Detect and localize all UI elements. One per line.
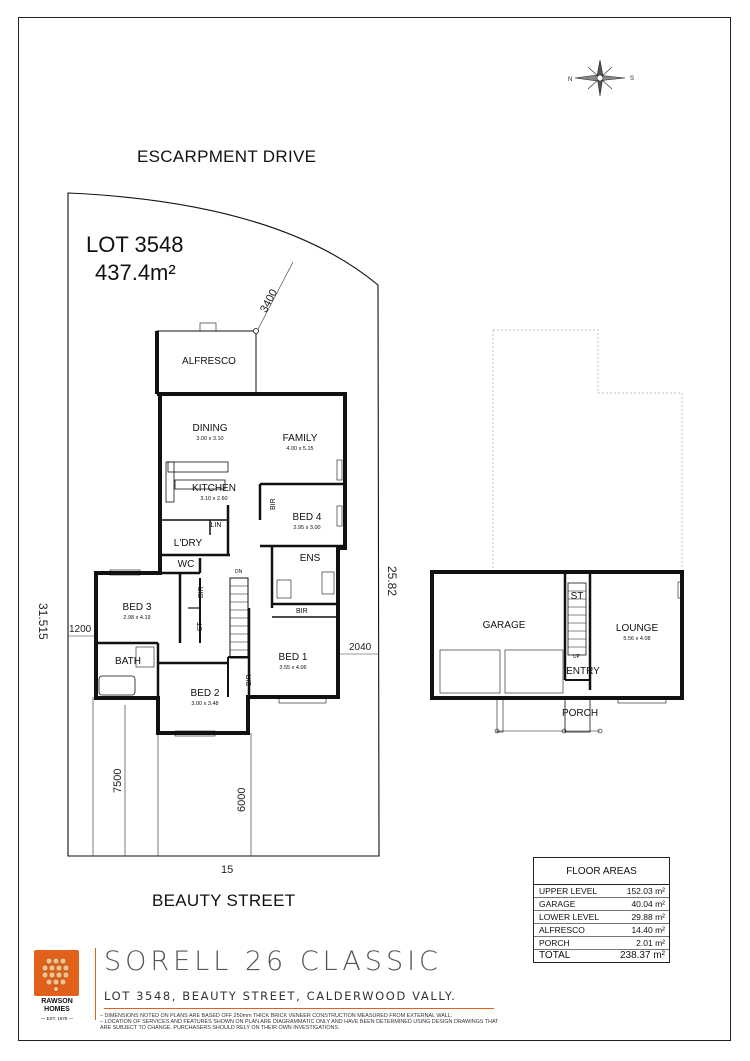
room-bath: BATH [115,656,141,667]
dimension-setback-right: 6000 [236,787,248,812]
bir-bed2: BIR [246,674,253,686]
dimension-left-edge: 31.515 [36,603,50,640]
room-storage-lower: ST [570,591,584,602]
rawson-logo-icon [34,950,79,996]
bir-bed3: BIR [198,586,205,598]
stairs-up-label: UP [573,654,580,660]
room-ensuite: ENS [299,553,321,564]
dimension-frontage: 15 [221,864,234,876]
north-compass-icon: N S [568,59,634,97]
upper-level-walls [94,322,347,737]
room-porch: PORCH [561,708,599,719]
disclaimer: – DIMENSIONS NOTED ON PLANS ARE BASED OF… [100,1013,499,1032]
dimension-setback-left: 7500 [112,768,124,793]
dimension-right-edge: 25.82 [385,566,399,597]
bir-bed1: BIR [296,608,308,615]
design-address: LOT 3548, BEAUTY STREET, CALDERWOOD VALL… [104,989,457,1003]
brand-established: — EST. 1978 — [40,1016,74,1021]
dimension-side-right: 2040 [349,642,372,653]
svg-text:S: S [630,76,634,82]
room-linen: LIN [210,522,222,529]
room-alfresco: ALFRESCO [182,356,236,367]
floor-areas-title: FLOOR AREAS [534,858,669,885]
lot-number: LOT 3548 [86,232,184,257]
lot-area: 437.4m² [95,260,176,285]
drawing-frame [18,17,731,1041]
room-laundry: L'DRY [173,538,203,549]
design-title: SORELL 26 CLASSIC [104,946,442,977]
svg-text:N: N [568,77,572,83]
driveway-lines [92,697,252,856]
street-top-label: ESCARPMENT DRIVE [137,147,317,166]
address-underline [104,1008,494,1009]
lower-level-walls [430,329,684,734]
room-wc: WC [177,559,195,570]
lot-boundary [67,192,380,857]
bir-bed4: BIR [270,498,277,510]
street-bottom-label: BEAUTY STREET [152,891,296,910]
dimension-side-left: 1200 [69,624,92,635]
stairs-down-label: DN [235,569,243,575]
room-entry: ENTRY [566,666,600,677]
storage-upper: ST [197,622,204,631]
room-garage: GARAGE [482,620,526,631]
title-divider [95,948,96,1020]
